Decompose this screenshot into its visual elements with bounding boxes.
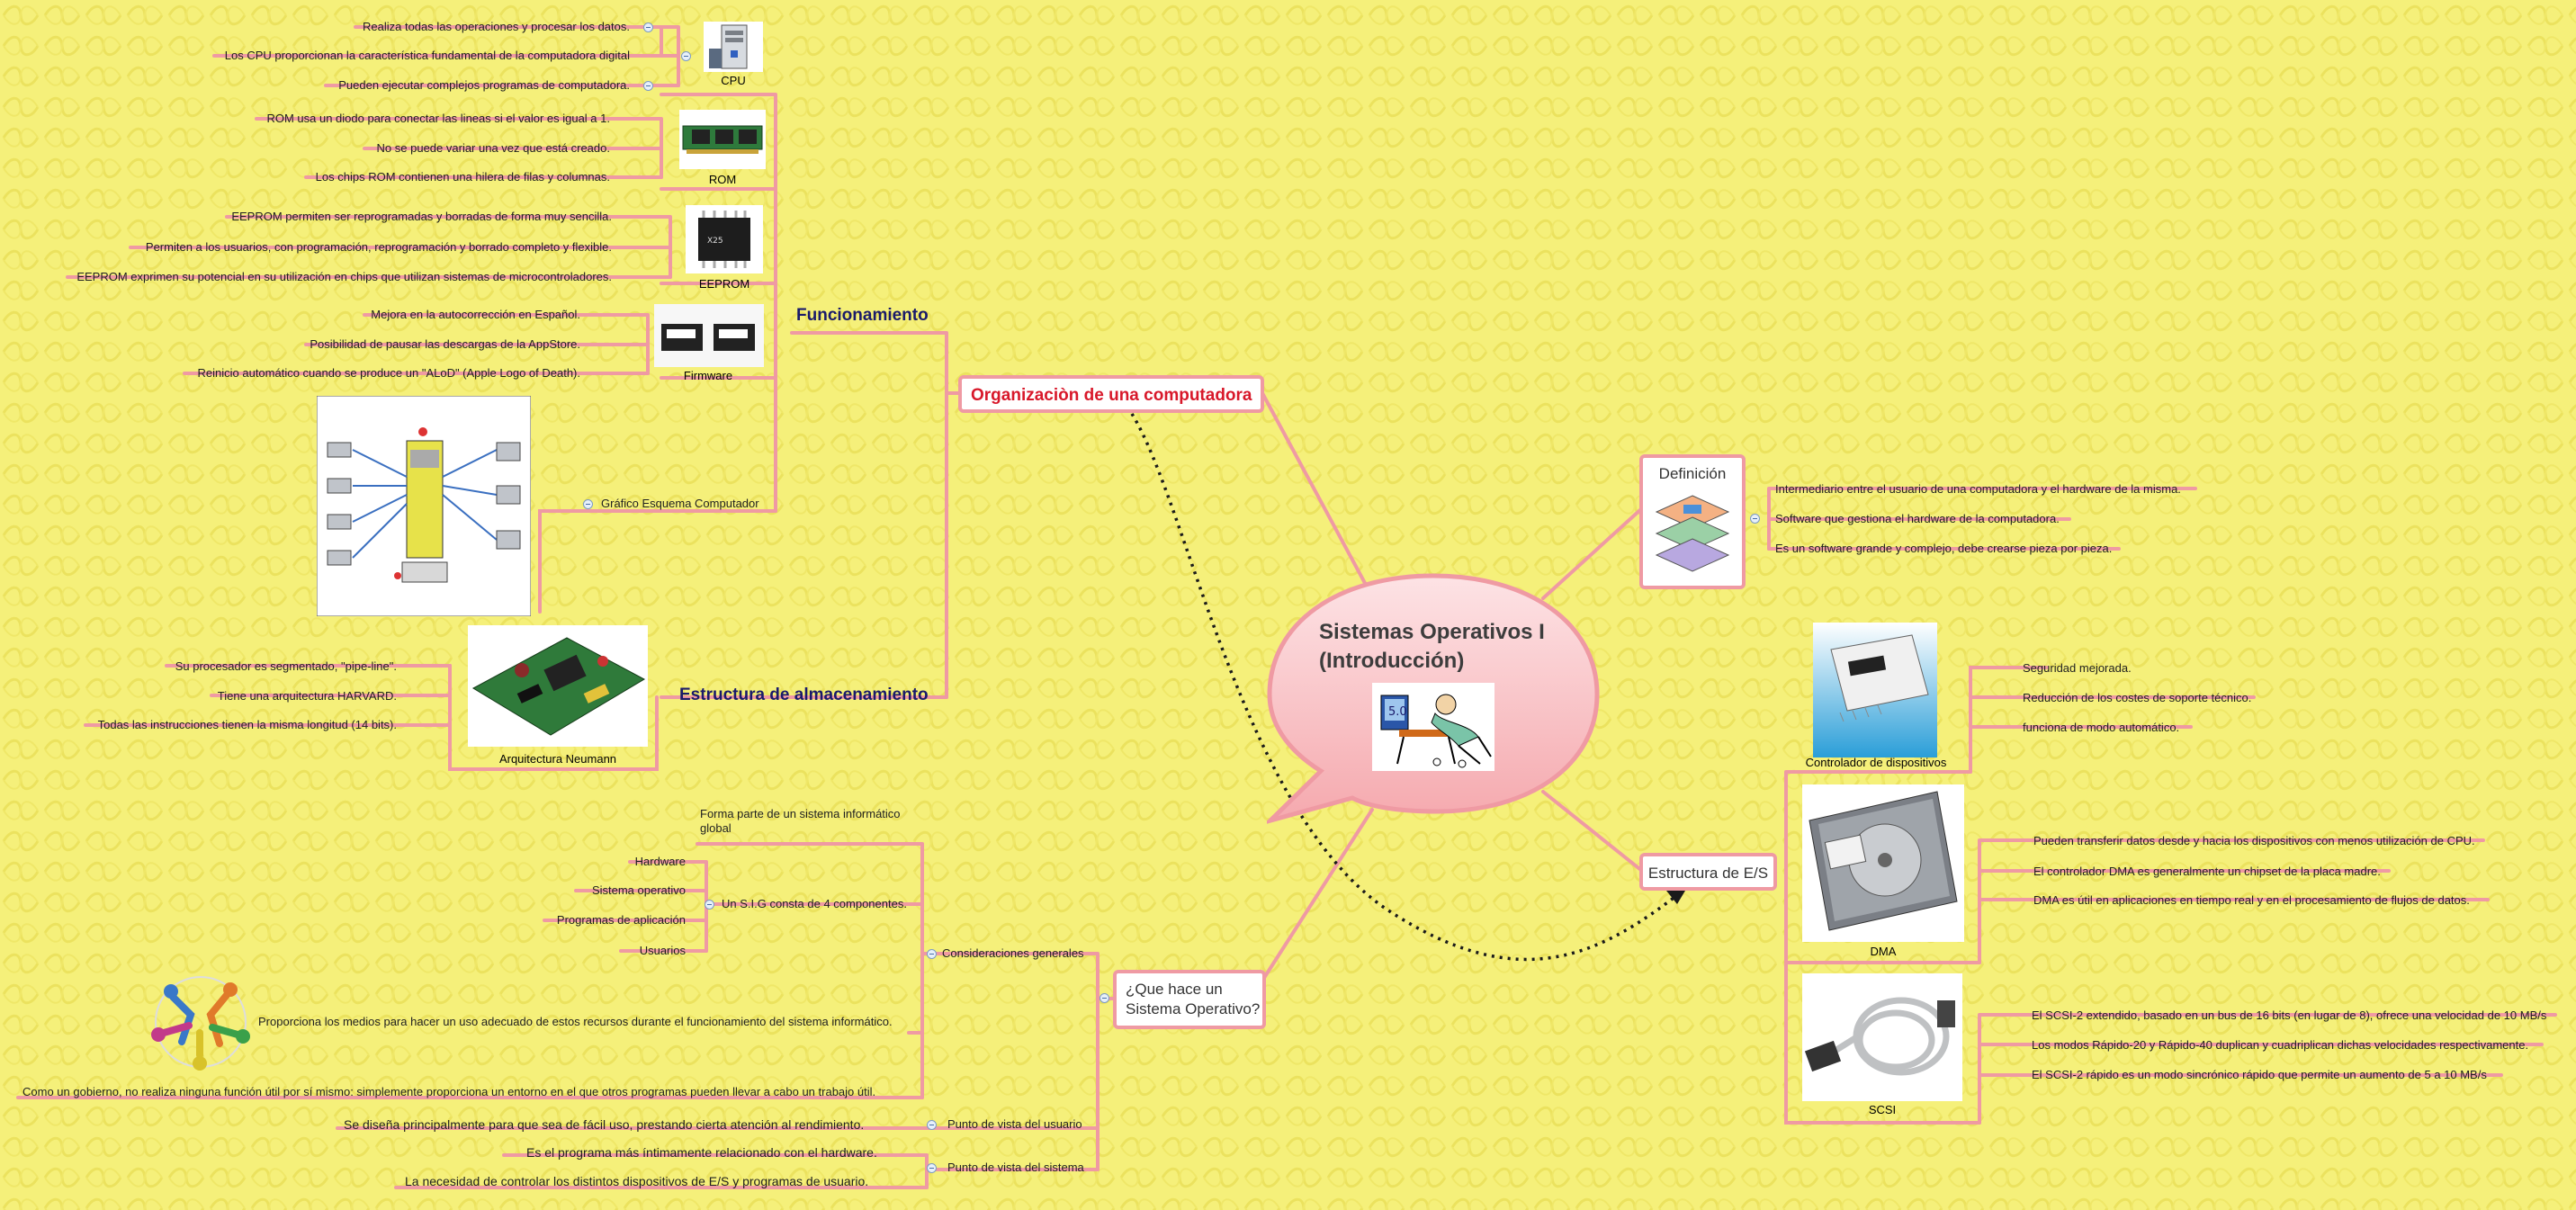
firmware-item-2[interactable]: Posibilidad de pausar las descargas de l… xyxy=(310,337,580,351)
firmware-item-3[interactable]: Reinicio automático cuando se produce un… xyxy=(197,366,581,380)
eeprom-item-3[interactable]: EEPROM exprimen su potencial en su utili… xyxy=(76,270,612,283)
forma-parte-text[interactable]: Forma parte de un sistema informático gl… xyxy=(700,807,901,835)
definicion-item-3[interactable]: Es un software grande y complejo, debe c… xyxy=(1775,542,2113,555)
eeprom-chip-icon: X25 xyxy=(686,205,763,273)
controlador-item-1[interactable]: Seguridad mejorada. xyxy=(2023,661,2132,675)
collapse-icon[interactable] xyxy=(927,1163,937,1173)
scsi-item-3[interactable]: El SCSI-2 rápido es un modo sincrónico r… xyxy=(2032,1068,2487,1081)
proporciona-text[interactable]: Proporciona los medios para hacer un uso… xyxy=(258,1015,893,1028)
usuario-title[interactable]: Punto de vista del usuario xyxy=(947,1117,1082,1131)
controlador-caption: Controlador de dispositivos xyxy=(1805,756,1947,769)
collapse-icon[interactable] xyxy=(1750,514,1760,524)
controlador-item-3[interactable]: funciona de modo automático. xyxy=(2023,721,2180,734)
collapse-icon[interactable] xyxy=(643,22,653,32)
hard-disk-image xyxy=(1802,784,1964,942)
firmware-caption: Firmware xyxy=(683,369,733,382)
collapse-icon[interactable] xyxy=(643,81,653,91)
svg-text:X25: X25 xyxy=(707,237,723,246)
almacenamiento-title[interactable]: Estructura de almacenamiento xyxy=(679,686,929,704)
dma-item-3[interactable]: DMA es útil en aplicaciones en tiempo re… xyxy=(2033,893,2470,907)
almacenamiento-item-1[interactable]: Su procesador es segmentado, "pipe-line"… xyxy=(175,659,397,673)
person-at-computer-icon: 5.0 xyxy=(1372,683,1494,771)
cpu-item-2[interactable]: Los CPU proporcionan la característica f… xyxy=(224,49,630,62)
neumann-caption: Arquitectura Neumann xyxy=(498,752,617,766)
computer-schema-diagram-image xyxy=(317,396,531,616)
cpu-tower-icon xyxy=(704,22,763,72)
componente-usuarios[interactable]: Usuarios xyxy=(639,944,686,957)
almacenamiento-item-3[interactable]: Todas las instrucciones tienen la misma … xyxy=(97,718,397,731)
componentes-title[interactable]: Un S.I.G consta de 4 componentes. xyxy=(722,897,907,910)
quehace-title-line2: Sistema Operativo? xyxy=(1126,1000,1261,1017)
consideraciones-title[interactable]: Consideraciones generales xyxy=(942,946,1084,960)
central-title-line1: Sistemas Operativos I xyxy=(1319,620,1545,644)
collapse-icon[interactable] xyxy=(681,51,691,61)
central-topic[interactable]: Sistemas Operativos I (Introducción) 5.0 xyxy=(1267,573,1600,824)
sistema-item-1[interactable]: Es el programa más íntimamente relaciona… xyxy=(526,1145,877,1160)
device-controller-image xyxy=(1813,623,1937,757)
organizacion-title: Organizaciòn de una computadora xyxy=(971,386,1252,405)
organizacion-node[interactable]: Organizaciòn de una computadora xyxy=(958,375,1264,413)
componente-sistema-operativo[interactable]: Sistema operativo xyxy=(591,883,686,897)
scsi-cable-image xyxy=(1802,973,1962,1101)
people-circle-icon xyxy=(151,976,250,1071)
svg-text:5.0: 5.0 xyxy=(1388,705,1407,719)
collapse-icon[interactable] xyxy=(705,900,714,910)
definicion-item-1[interactable]: Intermediario entre el usuario de una co… xyxy=(1775,482,2181,496)
collapse-icon[interactable] xyxy=(927,1120,937,1130)
eeprom-item-1[interactable]: EEPROM permiten ser reprogramadas y borr… xyxy=(231,210,612,223)
funcionamiento-title[interactable]: Funcionamiento xyxy=(796,306,929,325)
es-node[interactable]: Estructura de E/S xyxy=(1639,853,1777,891)
collapse-icon[interactable] xyxy=(927,949,937,959)
rom-item-3[interactable]: Los chips ROM contienen una hilera de fi… xyxy=(315,170,610,184)
cpu-item-3[interactable]: Pueden ejecutar complejos programas de c… xyxy=(338,78,630,92)
scsi-item-2[interactable]: Los modos Rápido-20 y Rápido-40 duplican… xyxy=(2032,1038,2529,1052)
sistema-item-2[interactable]: La necesidad de controlar los distintos … xyxy=(405,1174,869,1188)
firmware-cards-icon xyxy=(654,304,764,367)
rom-item-1[interactable]: ROM usa un diodo para conectar las linea… xyxy=(266,112,610,125)
cpu-caption: CPU xyxy=(721,74,746,87)
es-title: Estructura de E/S xyxy=(1647,865,1769,882)
usuario-item[interactable]: Se diseña principalmente para que sea de… xyxy=(344,1117,865,1132)
scsi-item-1[interactable]: El SCSI-2 extendido, basado en un bus de… xyxy=(2032,1008,2547,1022)
central-title-line2: (Introducción) xyxy=(1319,649,1465,673)
definicion-title: Definición xyxy=(1658,465,1727,482)
dma-item-1[interactable]: Pueden transferir datos desde y hacia lo… xyxy=(2033,834,2475,847)
definicion-node[interactable]: Definición xyxy=(1639,454,1746,589)
sistema-title[interactable]: Punto de vista del sistema xyxy=(947,1161,1084,1174)
dma-caption: DMA xyxy=(1870,945,1897,958)
controlador-item-2[interactable]: Reducción de los costes de soporte técni… xyxy=(2023,691,2252,704)
collapse-icon[interactable] xyxy=(583,499,593,509)
eeprom-caption: EEPROM xyxy=(698,277,750,291)
rom-caption: ROM xyxy=(708,173,737,186)
rom-item-2[interactable]: No se puede variar una vez que está crea… xyxy=(376,141,610,155)
firmware-item-1[interactable]: Mejora en la autocorrección en Español. xyxy=(371,308,580,321)
almacenamiento-item-2[interactable]: Tiene una arquitectura HARVARD. xyxy=(217,689,397,703)
scsi-caption: SCSI xyxy=(1868,1103,1897,1116)
componente-hardware[interactable]: Hardware xyxy=(634,855,686,868)
cpu-item-1[interactable]: Realiza todas las operaciones y procesar… xyxy=(363,20,630,33)
os-layers-icon xyxy=(1655,495,1730,572)
quehace-node[interactable]: ¿Que hace un Sistema Operativo? xyxy=(1113,970,1266,1029)
eeprom-item-2[interactable]: Permiten a los usuarios, con programació… xyxy=(145,240,612,254)
dma-item-2[interactable]: El controlador DMA es generalmente un ch… xyxy=(2033,865,2381,878)
componente-programas[interactable]: Programas de aplicación xyxy=(556,913,686,927)
rom-chip-icon xyxy=(679,110,766,169)
collapse-icon[interactable] xyxy=(1100,993,1109,1003)
grafico-label[interactable]: Gráfico Esquema Computador xyxy=(601,497,759,510)
gobierno-text[interactable]: Como un gobierno, no realiza ninguna fun… xyxy=(22,1085,876,1098)
definicion-item-2[interactable]: Software que gestiona el hardware de la … xyxy=(1775,512,2060,525)
quehace-title-line1: ¿Que hace un xyxy=(1126,981,1223,998)
neumann-board-image xyxy=(468,625,648,747)
